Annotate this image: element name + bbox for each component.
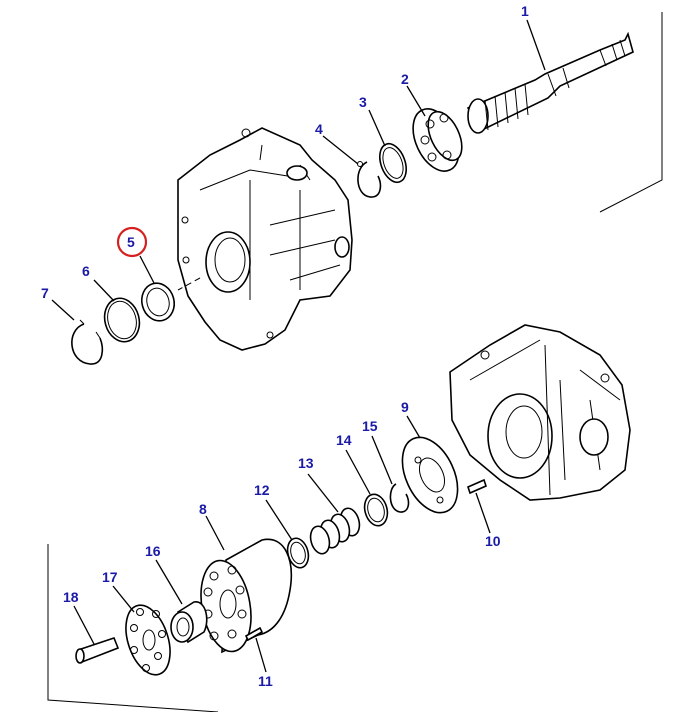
callout-1: 1 xyxy=(521,3,529,19)
part-7-snap-ring xyxy=(71,319,104,365)
callout-11: 11 xyxy=(258,673,273,689)
part-6-ring xyxy=(103,297,141,343)
callout-labels: 1 2 3 4 5 6 7 8 9 10 11 12 13 14 15 16 1… xyxy=(41,3,529,689)
part-9-valve-plate xyxy=(401,436,459,514)
part-17-retainer-plate xyxy=(125,604,171,676)
pump-housing-upper xyxy=(177,127,353,351)
callout-12: 12 xyxy=(254,482,270,498)
callout-16: 16 xyxy=(145,543,161,559)
part-5-ring xyxy=(140,282,176,322)
callout-13: 13 xyxy=(298,455,314,471)
callout-15: 15 xyxy=(362,418,378,434)
callout-2: 2 xyxy=(401,71,409,87)
part-1-shaft xyxy=(466,31,634,134)
leader-lines xyxy=(51,19,546,673)
part-2-bearing xyxy=(412,108,463,172)
assembly-line-upper xyxy=(177,277,201,291)
part-16-bushing xyxy=(170,601,208,644)
part-8-cylinder-block xyxy=(200,538,292,654)
callout-9: 9 xyxy=(401,399,409,415)
callout-8: 8 xyxy=(199,501,207,517)
part-3-ring xyxy=(379,142,407,184)
callout-14: 14 xyxy=(336,432,352,448)
part-11-pin xyxy=(244,626,264,642)
frame-line-bottom xyxy=(47,544,219,712)
callout-7: 7 xyxy=(41,285,49,301)
callout-18: 18 xyxy=(63,589,79,605)
part-18-pin xyxy=(75,637,120,664)
callout-5: 5 xyxy=(127,234,135,250)
part-4-snap-ring xyxy=(357,161,382,198)
part-10-pin xyxy=(467,478,487,495)
frame-line-top xyxy=(599,12,663,213)
callout-17: 17 xyxy=(102,569,118,585)
part-13-spring xyxy=(309,507,361,555)
callout-4: 4 xyxy=(315,121,323,137)
part-15-snap-ring xyxy=(389,483,410,513)
part-14-ring xyxy=(363,493,389,527)
pump-housing-lower xyxy=(449,324,631,501)
callout-6: 6 xyxy=(82,263,90,279)
callout-10: 10 xyxy=(485,533,501,549)
callout-3: 3 xyxy=(359,94,367,110)
highlight-ring xyxy=(116,226,148,258)
